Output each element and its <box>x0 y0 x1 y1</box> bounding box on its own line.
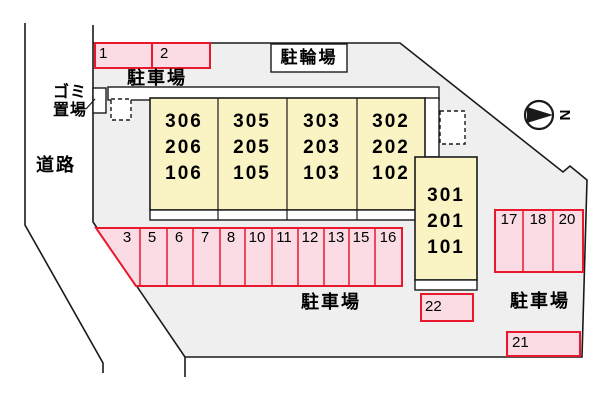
parking-space-label-6: 6 <box>174 229 184 246</box>
parking-box-21 <box>506 331 581 357</box>
parking-label-north: 駐車場 <box>127 68 187 88</box>
unit-number: 203 <box>303 137 341 158</box>
road-line <box>24 23 104 373</box>
unit-number: 302 <box>372 111 410 132</box>
parking-box-east <box>494 209 584 273</box>
parking-row-south-dividers <box>139 228 376 286</box>
annex-building <box>414 156 478 281</box>
unit-number: 301 <box>427 185 465 206</box>
parking-space-label-13: 13 <box>327 229 345 246</box>
parking-box-east-dividers <box>522 210 554 272</box>
parking-space-label-17: 17 <box>500 211 518 228</box>
site-boundary <box>92 25 588 377</box>
parking-space-label-5: 5 <box>147 229 157 246</box>
dashed-structure-west <box>110 98 132 121</box>
parking-space-label-8: 8 <box>226 229 236 246</box>
compass-icon <box>523 99 555 131</box>
unit-column-1: 306 206 106 <box>144 109 224 187</box>
main-building-dividers <box>217 98 358 220</box>
parking-space-label-12: 12 <box>301 229 319 246</box>
unit-number: 306 <box>165 111 203 132</box>
parking-space-label-16: 16 <box>379 229 397 246</box>
parking-space-label-1: 1 <box>99 45 108 62</box>
parking-space-label-11: 11 <box>276 229 292 246</box>
dashed-structure-east <box>439 110 466 145</box>
garbage-leader-line <box>85 98 96 110</box>
parking-space-label-3: 3 <box>122 229 132 246</box>
parking-space-label-20: 20 <box>558 211 576 228</box>
unit-number: 305 <box>233 111 271 132</box>
unit-column-4: 302 202 102 <box>351 109 431 187</box>
annex-building-balcony <box>414 279 478 291</box>
unit-column-2: 305 205 105 <box>212 109 292 187</box>
parking-space-label-21: 21 <box>512 334 529 351</box>
unit-number: 101 <box>427 237 465 258</box>
unit-number: 106 <box>165 163 203 184</box>
unit-number: 206 <box>165 137 203 158</box>
garbage-label-line2: 置場 <box>52 102 87 119</box>
parking-label-east: 駐車場 <box>510 291 570 311</box>
parking-space-label-10: 10 <box>248 229 266 246</box>
unit-number: 103 <box>303 163 341 184</box>
unit-number: 105 <box>233 163 271 184</box>
parking-box-2 <box>151 42 211 69</box>
bicycle-parking-label: 駐輪場 <box>280 48 338 67</box>
annex-column: 301 201 101 <box>406 183 486 261</box>
unit-number: 201 <box>427 211 465 232</box>
parking-box-1 <box>94 42 153 69</box>
compass-north-label: N <box>556 109 573 121</box>
unit-number: 102 <box>372 163 410 184</box>
road-label: 道路 <box>36 155 76 175</box>
garbage-label: ゴミ 置場 <box>48 84 92 120</box>
unit-number: 202 <box>372 137 410 158</box>
parking-space-label-7: 7 <box>200 229 210 246</box>
parking-space-label-15: 15 <box>352 229 370 246</box>
garbage-label-line1: ゴミ <box>52 84 87 101</box>
parking-label-south: 駐車場 <box>301 292 361 312</box>
unit-number: 205 <box>233 137 271 158</box>
parking-space-label-2: 2 <box>160 45 169 62</box>
bicycle-parking-box <box>270 43 348 73</box>
parking-row-south <box>94 227 403 287</box>
parking-box-22 <box>420 293 474 322</box>
garbage-box <box>92 87 107 114</box>
parking-space-label-18: 18 <box>529 211 547 228</box>
parking-space-label-22: 22 <box>425 298 442 315</box>
unit-number: 303 <box>303 111 341 132</box>
unit-column-3: 303 203 103 <box>282 109 362 187</box>
